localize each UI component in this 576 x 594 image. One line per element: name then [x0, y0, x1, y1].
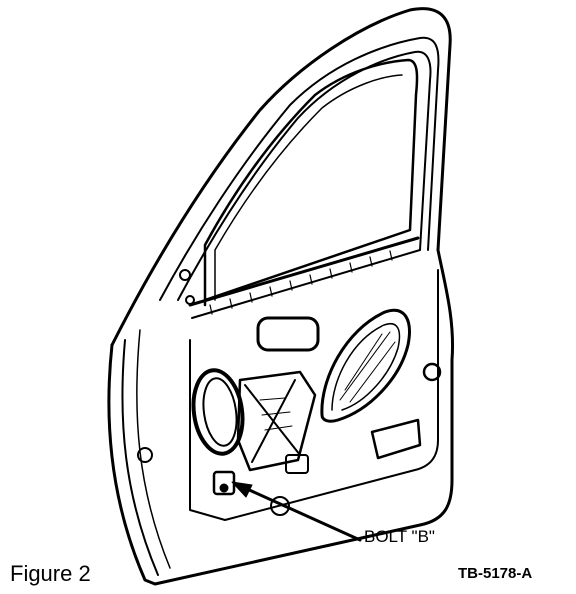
- bolt-b: [219, 483, 229, 493]
- window-frame-rail-2: [177, 50, 432, 301]
- glass-run-channel: [214, 74, 403, 301]
- lock-hole: [422, 362, 442, 382]
- regulator-hatch: [259, 397, 293, 431]
- hinge-bolt-upper: [179, 269, 191, 281]
- belt-weatherstrip-hatch: [209, 250, 393, 315]
- lower-access-hole: [370, 418, 422, 460]
- bolt-leader-arrowhead: [231, 481, 253, 498]
- window-frame-outer: [110, 7, 452, 347]
- bolt-leader-line: [234, 482, 362, 542]
- window-opening: [203, 58, 419, 307]
- door-outer-panel: [107, 248, 455, 586]
- large-access-hole-hatch: [339, 331, 396, 403]
- large-access-hole: [320, 308, 411, 423]
- belt-weatherstrip: [188, 236, 420, 307]
- hinge-bolt-mid: [185, 295, 195, 305]
- speaker-opening: [191, 368, 245, 456]
- speaker-opening-inner: [202, 377, 238, 447]
- door-hinge-edge: [121, 339, 159, 576]
- regulator-arm: [244, 379, 301, 463]
- reference-code: TB-5178-A: [458, 565, 533, 582]
- belt-weatherstrip-lower: [191, 249, 421, 319]
- window-regulator: [236, 370, 317, 472]
- large-access-hole-inner: [331, 323, 401, 411]
- hinge-bolt-lower: [137, 447, 153, 463]
- upper-access-hole: [256, 316, 320, 352]
- bolt-b-label: BOLT "B": [364, 527, 435, 546]
- lower-drain-hole: [270, 496, 290, 516]
- window-frame-rail-1: [159, 36, 440, 301]
- figure-caption: Figure 2: [10, 561, 91, 586]
- regulator-motor: [285, 454, 309, 474]
